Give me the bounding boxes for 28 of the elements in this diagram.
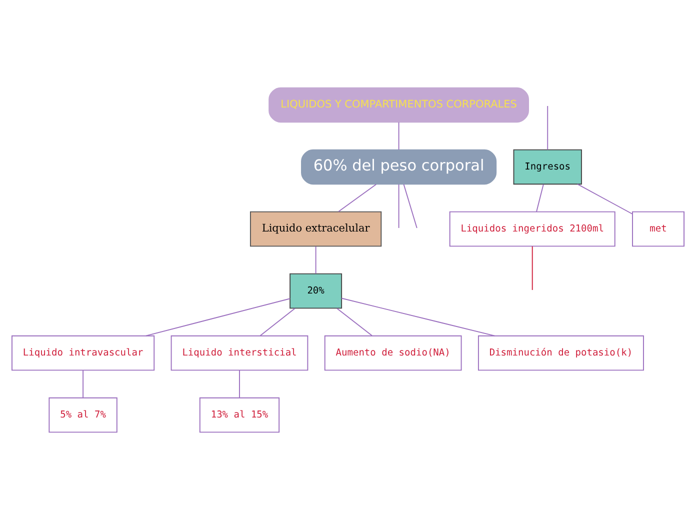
connector [336, 308, 372, 336]
node-box: LIQUIDOS Y COMPARTIMENTOS CORPORALES [268, 87, 529, 123]
connector [398, 122, 400, 150]
node-box: Ingresos [513, 149, 582, 185]
node-box: Liquido extracelular [250, 211, 382, 247]
connector [547, 106, 548, 150]
node-box: Disminución de potasio(k) [478, 335, 644, 371]
node-box: met [632, 211, 684, 247]
connector [260, 308, 296, 336]
node-box: 5% al 7% [48, 397, 118, 433]
node-box: 13% al 15% [199, 397, 280, 433]
connector [145, 298, 290, 336]
connector [398, 184, 400, 228]
connector [532, 246, 533, 290]
connector [577, 184, 633, 214]
connector [82, 370, 84, 398]
connector [536, 184, 544, 212]
node-box: Aumento de sodio(NA) [324, 335, 462, 371]
connector [239, 370, 240, 398]
connector [315, 246, 316, 274]
connector [341, 298, 496, 336]
connector [403, 184, 418, 228]
node-box: 20% [290, 273, 342, 309]
connector [338, 184, 377, 212]
node-box: Liquido intersticial [170, 335, 308, 371]
node-box: Liquido intravascular [12, 335, 155, 371]
node-box: Liquidos ingeridos 2100ml [449, 211, 616, 247]
node-box: 60% del peso corporal [301, 149, 497, 185]
